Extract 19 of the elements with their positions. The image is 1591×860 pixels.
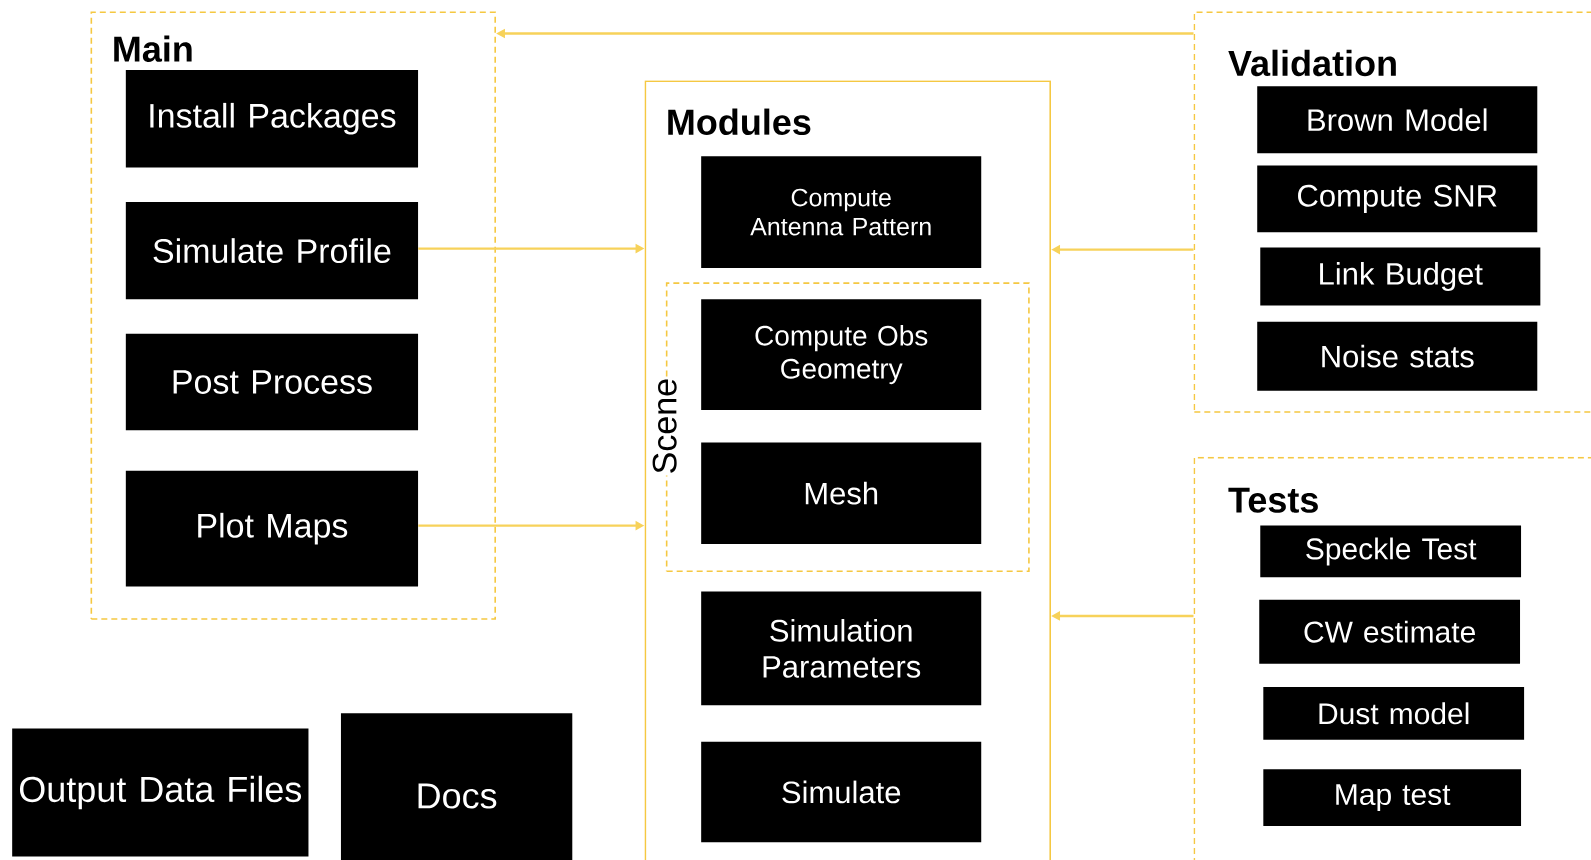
process-box: Speckle Test [1260,525,1522,578]
process-box: Install Packages [125,70,419,168]
process-box: Noise stats [1257,321,1538,391]
process-box: Simulate Profile [125,201,419,300]
process-box: Mesh [701,442,982,544]
process-box: Docs [340,713,573,860]
process-box: Compute Antenna Pattern [701,156,982,268]
process-box: Output Data Files [12,728,309,857]
process-box: Simulation Parameters [701,591,982,706]
process-box: Compute SNR [1257,165,1538,233]
process-box: Map test [1263,769,1522,826]
process-box: Post Process [125,333,419,431]
process-box: Compute Obs Geometry [701,299,982,410]
process-box: Dust model [1263,686,1525,740]
process-box: Link Budget [1260,247,1541,306]
process-box: Brown Model [1257,86,1538,154]
process-box: CW estimate [1259,599,1521,664]
process-box: Plot Maps [125,470,419,587]
process-box: Simulate [701,741,982,843]
